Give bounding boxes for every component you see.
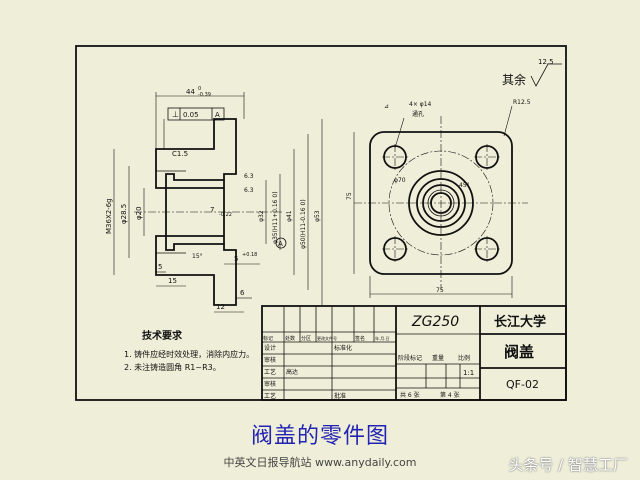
svg-text:年.月.日: 年.月.日 bbox=[375, 335, 390, 341]
svg-text:φ32: φ32 bbox=[258, 210, 265, 222]
dim-dia-28-5: φ28.5 bbox=[120, 204, 128, 224]
svg-text:φ53: φ53 bbox=[314, 210, 321, 222]
svg-text:-0.39: -0.39 bbox=[198, 92, 211, 98]
svg-text:标记: 标记 bbox=[263, 335, 273, 342]
title-block: 标记 处数 分区 更改文件号 签名 年.月.日 设计 高达 标准化 审核 工艺 … bbox=[261, 305, 567, 401]
dim-chamfer: C1.5 bbox=[172, 150, 188, 158]
svg-text:比例: 比例 bbox=[458, 354, 470, 362]
svg-text:15°: 15° bbox=[192, 253, 203, 260]
svg-text:审核: 审核 bbox=[264, 380, 276, 388]
svg-text:更改文件号: 更改文件号 bbox=[317, 335, 337, 341]
svg-text:12: 12 bbox=[216, 303, 225, 311]
school-name: 长江大学 bbox=[494, 314, 546, 330]
bolt-circle bbox=[388, 150, 494, 256]
svg-text:1:1: 1:1 bbox=[463, 369, 474, 377]
svg-text:45°: 45° bbox=[459, 182, 470, 189]
tech-req-item-2: 2. 未注铸造圆角 R1~R3。 bbox=[124, 362, 221, 372]
slide-caption: 阀盖的零件图 bbox=[250, 424, 389, 449]
svg-text:标准化: 标准化 bbox=[334, 344, 352, 352]
datum-a-marker bbox=[275, 237, 287, 249]
svg-text:5: 5 bbox=[234, 255, 238, 263]
svg-text:-0.22: -0.22 bbox=[219, 212, 232, 218]
part-drawing: M36X2-6g φ28.5 φ20 44 0 -0.39 ⊥ 0.05 A C… bbox=[75, 45, 567, 401]
watermark: 头条号 / 智慧工厂 bbox=[508, 456, 628, 474]
svg-text:处数: 处数 bbox=[285, 335, 295, 342]
svg-text:75: 75 bbox=[346, 192, 353, 200]
svg-text:工艺: 工艺 bbox=[264, 368, 276, 376]
svg-text:分区: 分区 bbox=[301, 335, 311, 342]
sheet-border bbox=[75, 45, 567, 401]
body-lower-section bbox=[155, 235, 237, 306]
svg-text:R12.5: R12.5 bbox=[513, 99, 531, 106]
dim-thread: M36X2-6g bbox=[105, 198, 113, 234]
svg-text:设计: 设计 bbox=[264, 344, 276, 352]
svg-text:φ35(H11+0.16 0): φ35(H11+0.16 0) bbox=[272, 191, 279, 244]
svg-text:φ41: φ41 bbox=[286, 210, 293, 222]
svg-text:φ70: φ70 bbox=[394, 177, 406, 184]
svg-text:6.3: 6.3 bbox=[244, 187, 254, 194]
svg-text:0.05: 0.05 bbox=[183, 111, 199, 119]
svg-text:通孔: 通孔 bbox=[412, 110, 424, 118]
svg-text:5: 5 bbox=[158, 263, 162, 271]
tech-req-item-1: 1. 铸件应经时效处理，消除内应力。 bbox=[124, 349, 254, 359]
flange-outer bbox=[408, 170, 474, 236]
body-upper-section bbox=[155, 118, 237, 189]
flatness-frame: ⊥ 0.05 A bbox=[163, 107, 225, 149]
svg-text:审核: 审核 bbox=[264, 356, 276, 364]
svg-text:A: A bbox=[278, 240, 283, 248]
svg-text:第 4 张: 第 4 张 bbox=[440, 391, 460, 399]
roughness-note: 其余 bbox=[502, 72, 526, 87]
svg-text:6: 6 bbox=[240, 289, 245, 297]
svg-text:15: 15 bbox=[168, 277, 177, 285]
dim-dia-20: φ20 bbox=[135, 206, 143, 220]
end-view: 75 75 4× φ14 通孔 R12.5 φ70 45° ⊿ 其余 12.5 bbox=[346, 58, 562, 298]
drawing-number: QF-02 bbox=[506, 378, 539, 391]
svg-text:0: 0 bbox=[198, 86, 201, 92]
svg-text:⊿: ⊿ bbox=[384, 103, 389, 110]
svg-text:7: 7 bbox=[210, 206, 214, 214]
drawing-sheet: M36X2-6g φ28.5 φ20 44 0 -0.39 ⊥ 0.05 A C… bbox=[74, 44, 568, 404]
svg-text:签名: 签名 bbox=[355, 335, 365, 342]
svg-text:重量: 重量 bbox=[432, 354, 444, 362]
svg-text:高达: 高达 bbox=[286, 368, 298, 376]
svg-text:共 6 张: 共 6 张 bbox=[400, 391, 420, 399]
svg-text:75: 75 bbox=[436, 287, 444, 294]
svg-text:批准: 批准 bbox=[334, 392, 346, 400]
technical-requirements: 技术要求 1. 铸件应经时效处理，消除内应力。 2. 未注铸造圆角 R1~R3。 bbox=[124, 329, 254, 372]
svg-text:工艺: 工艺 bbox=[264, 392, 276, 400]
svg-text:φ50(H11-0.16 0): φ50(H11-0.16 0) bbox=[300, 199, 307, 249]
svg-text:4× φ14: 4× φ14 bbox=[409, 101, 432, 108]
svg-text:⊥: ⊥ bbox=[172, 110, 179, 119]
part-name: 阀盖 bbox=[504, 343, 534, 361]
svg-text:阶段标记: 阶段标记 bbox=[398, 354, 422, 362]
material: ZG250 bbox=[411, 314, 459, 330]
front-section-view: M36X2-6g φ28.5 φ20 44 0 -0.39 ⊥ 0.05 A C… bbox=[105, 86, 323, 313]
dim-overall-length: 44 bbox=[186, 88, 195, 96]
svg-text:A: A bbox=[215, 111, 220, 119]
svg-text:+0.18: +0.18 bbox=[242, 252, 257, 258]
source-line: 中英文日报导航站 www.anydaily.com bbox=[223, 456, 417, 469]
svg-text:6.3: 6.3 bbox=[244, 173, 254, 180]
tech-req-title: 技术要求 bbox=[142, 329, 183, 342]
svg-text:12.5: 12.5 bbox=[538, 58, 554, 66]
